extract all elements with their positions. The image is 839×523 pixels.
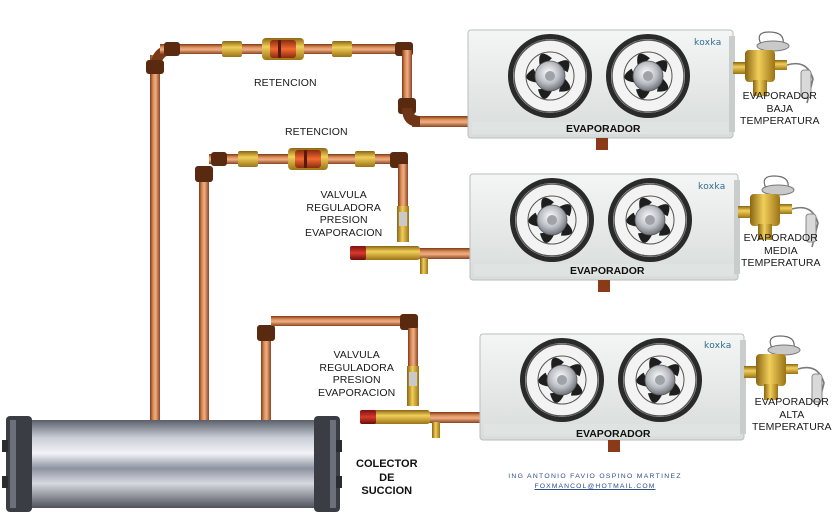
evaporator-units [467,29,746,452]
expansion-valves [733,31,825,408]
outlet-pipe-2 [406,248,470,259]
evaporator-caption-1: EVAPORADOR [566,123,641,135]
elbow-fitting [257,325,275,341]
expansion-valve-1 [733,31,814,104]
pressure-regulator-bot [360,366,440,438]
fan-icon [510,178,594,262]
evaporator-unit-2 [469,173,740,292]
pressure-regulator-label-bot: VALVULA REGULADORA PRESION EVAPORACION [318,349,396,399]
evaporator-label-mid-temp: EVAPORADOR MEDIA TEMPERATURA [741,232,821,269]
fan-icon [520,338,604,422]
author-name: ING ANTONIO FAVIO OSPINO MARTINEZ [508,473,682,480]
brand-logo-2: koxka [698,182,726,192]
fan-icon [606,34,690,118]
suction-collector [2,416,342,512]
evaporator-unit-3 [479,333,746,452]
check-valve-top [222,38,352,60]
top-pipe-3 [271,316,411,326]
elbow-fitting [195,166,213,182]
check-valve-mid [238,148,375,170]
riser-pipe-1 [150,55,160,423]
check-valve-label-mid: RETENCION [285,126,348,138]
fan-icon [608,178,692,262]
evaporator-caption-2: EVAPORADOR [570,265,645,277]
expansion-valve-3 [744,335,825,408]
evaporator-caption-3: EVAPORADOR [576,428,651,440]
elbow-fitting [164,42,180,56]
brand-logo-3: koxka [704,341,732,351]
brand-logo-1: koxka [694,38,722,48]
riser-pipe-3 [261,330,271,423]
drop-pipe-2 [398,164,408,209]
evaporator-unit-1 [467,29,735,150]
author-credit: ING ANTONIO FAVIO OSPINO MARTINEZ FOXMAN… [500,472,690,492]
elbow-fitting [400,314,418,330]
outlet-pipe-1 [412,116,468,127]
evaporator-label-low-temp: EVAPORADOR BAJA TEMPERATURA [740,90,820,127]
elbow-fitting [146,60,164,74]
pressure-regulator-label-mid: VALVULA REGULADORA PRESION EVAPORACION [305,189,383,239]
evaporator-label-high-temp: EVAPORADOR ALTA TEMPERATURA [752,396,832,433]
outlet-pipe-3 [416,412,480,423]
drop-pipe-3 [408,328,418,368]
fan-icon [618,338,702,422]
collector-label: COLECTOR DE SUCCION [356,458,418,497]
riser-pipe-2 [199,175,209,423]
author-email[interactable]: FOXMANCOL@HOTMAIL.COM [534,483,656,490]
check-valve-label-top: RETENCION [254,77,317,89]
elbow-fitting [211,152,227,166]
drop-pipe-1 [402,50,412,110]
expansion-valve-2 [738,175,819,248]
pressure-regulator-mid [350,206,428,274]
fan-icon [508,34,592,118]
elbow [402,108,420,127]
